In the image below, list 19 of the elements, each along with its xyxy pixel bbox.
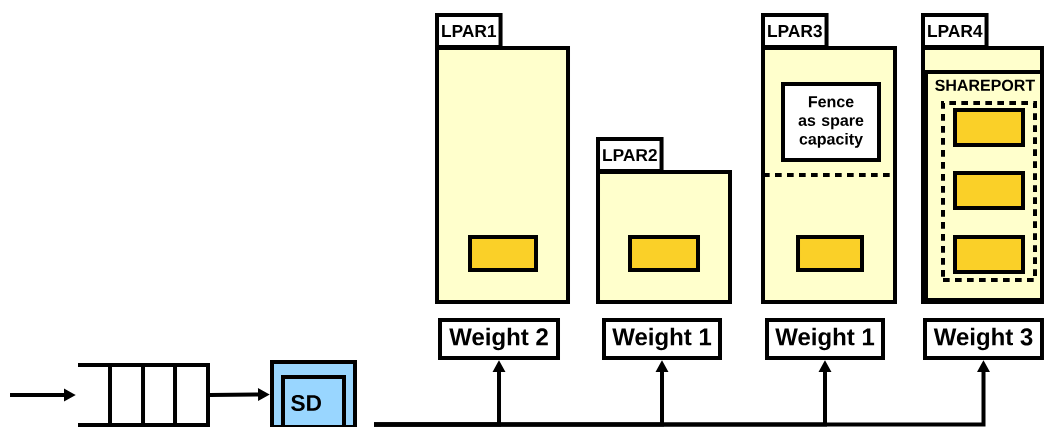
fence-box: Fence as spare capacity bbox=[781, 82, 881, 162]
node-label: LPAR4 bbox=[928, 25, 983, 37]
slot-box bbox=[953, 235, 1025, 274]
node-label: LPAR1 bbox=[442, 25, 497, 37]
queue-drawing bbox=[78, 363, 210, 427]
node-label: LPAR3 bbox=[768, 24, 822, 38]
weight-box: Weight 1 bbox=[602, 318, 722, 360]
slot-box bbox=[953, 171, 1025, 210]
slot-box bbox=[796, 235, 864, 272]
weight-box: Weight 2 bbox=[438, 318, 560, 360]
slot-box bbox=[628, 235, 700, 272]
node-label: LPAR2 bbox=[603, 148, 657, 162]
partition-box: LPAR1 bbox=[435, 13, 570, 304]
weight-box: Weight 1 bbox=[765, 318, 885, 360]
weight-box: Weight 3 bbox=[923, 318, 1044, 360]
slot-box bbox=[468, 235, 538, 272]
sd-box: SD bbox=[270, 360, 357, 427]
dotted-box bbox=[941, 101, 1037, 282]
slot-box bbox=[953, 108, 1025, 147]
